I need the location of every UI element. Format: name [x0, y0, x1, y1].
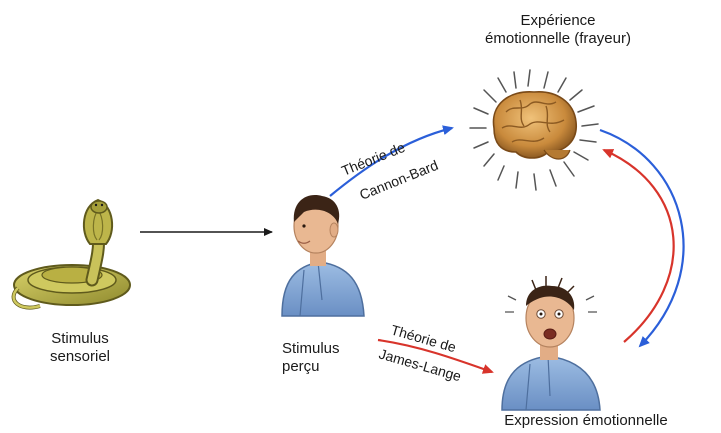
perceived-stimulus-line1: Stimulus — [282, 340, 340, 357]
emotional-experience-label: Expérience émotionnelle (frayeur) — [448, 12, 668, 48]
frightened-man-illustration — [501, 276, 601, 411]
snake-illustration — [11, 198, 131, 310]
perceived-stimulus-label: Stimulus perçu — [282, 340, 382, 376]
emotional-experience-line2: émotionnelle (frayeur) — [485, 30, 631, 47]
emotional-experience-line1: Expérience — [520, 12, 596, 29]
emotional-expression-label: Expression émotionnelle — [504, 412, 668, 429]
sensory-stimulus-line1: Stimulus — [51, 330, 109, 347]
cannon-bard-arrow-to-brain — [329, 125, 454, 197]
brain-illustration — [469, 69, 599, 191]
sensory-stimulus-label: Stimulus sensoriel — [30, 330, 130, 366]
james-lange-arrow-to-brain — [602, 148, 675, 343]
james-lange-arrow-to-expression — [377, 338, 494, 374]
cannon-bard-arrow-to-expression — [599, 128, 685, 348]
radiating-lines — [469, 69, 599, 191]
sensory-stimulus-line2: sensoriel — [49, 348, 111, 365]
perceived-stimulus-line2: perçu — [282, 358, 320, 375]
calm-man-illustration — [281, 195, 365, 317]
